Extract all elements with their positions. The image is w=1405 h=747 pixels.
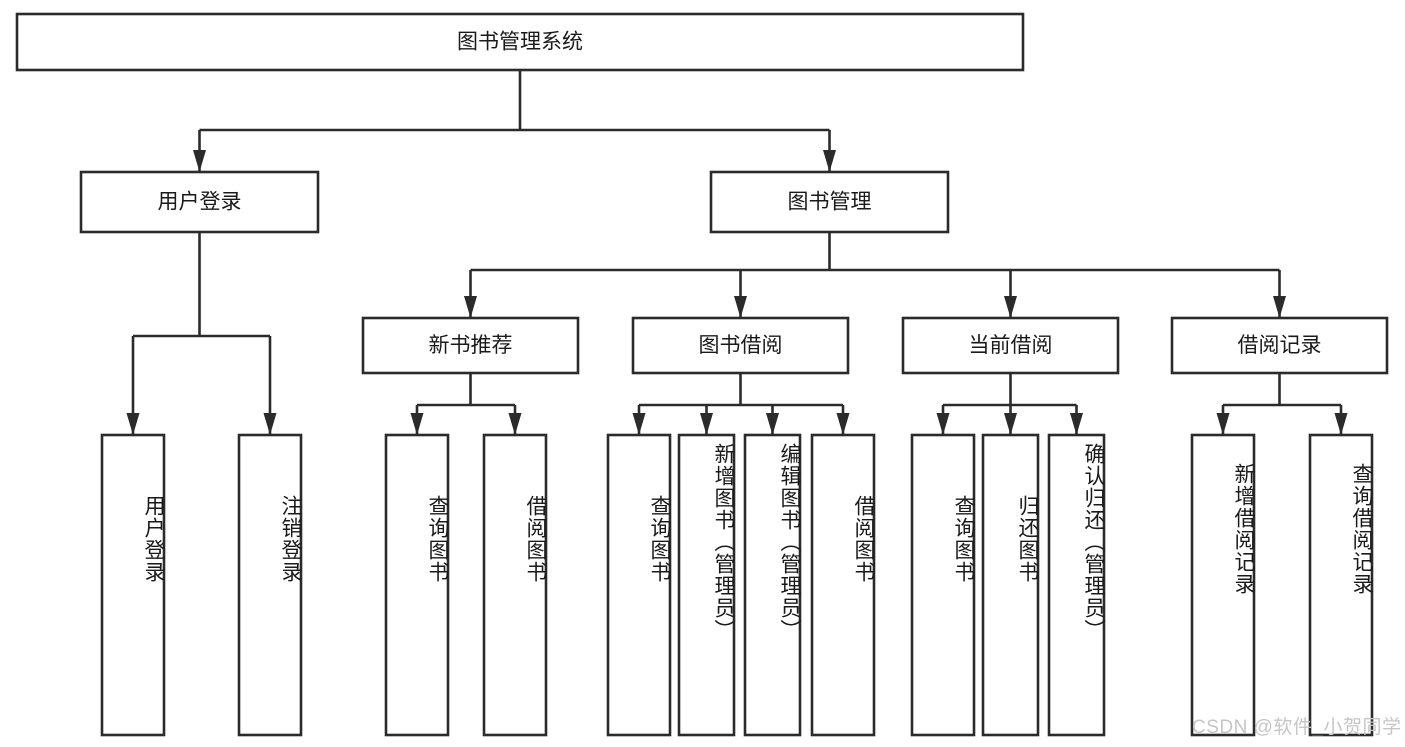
node-box-leaf-logout[interactable] [237,433,303,737]
arrow-head-icon [508,413,522,435]
node-label-borrow-record: 借阅记录 [1238,334,1322,357]
arrow-head-icon [126,413,140,435]
arrow-head-icon [632,413,646,435]
node-box-leaf-query-book-3[interactable] [910,433,976,737]
node-box-leaf-return-book[interactable] [981,433,1040,737]
boxes-layer [15,12,1389,737]
arrow-head-icon [936,413,950,435]
connectors-layer [126,70,1348,435]
arrow-head-icon [766,413,779,435]
node-label-current-borrow: 当前借阅 [969,334,1053,357]
node-box-leaf-add-record[interactable] [1190,433,1256,737]
node-box-current-borrow[interactable] [901,316,1120,375]
node-box-leaf-query-record[interactable] [1308,433,1374,737]
node-label-new-book-rec: 新书推荐 [429,334,513,357]
node-box-root[interactable] [15,12,1025,72]
node-box-leaf-borrow-book-2[interactable] [810,433,876,737]
node-box-leaf-borrow-book-1[interactable] [482,433,548,737]
node-box-leaf-confirm-return[interactable] [1047,433,1106,737]
node-box-new-book-rec[interactable] [361,316,580,375]
arrow-head-icon [1004,296,1017,318]
node-box-borrow-record[interactable] [1170,316,1389,375]
node-box-book-borrow[interactable] [631,316,850,375]
node-label-user-login: 用户登录 [158,191,242,214]
arrow-head-icon [1273,296,1286,318]
arrow-head-icon [263,413,277,435]
arrow-head-icon [1334,413,1348,435]
arrow-head-icon [410,413,424,435]
csdn-watermark: CSDN @软件_小贺同学 [1192,717,1402,738]
arrow-head-icon [823,150,836,172]
node-box-leaf-add-book[interactable] [677,433,736,737]
node-box-leaf-user-login[interactable] [100,433,166,737]
arrow-head-icon [1070,413,1083,435]
node-label-book-borrow: 图书借阅 [699,334,783,357]
node-box-leaf-edit-book[interactable] [743,433,802,737]
arrow-head-icon [1216,413,1230,435]
arrow-head-icon [734,296,747,318]
node-label-root: 图书管理系统 [457,31,583,54]
arrow-head-icon [464,296,477,318]
node-label-book-manage: 图书管理 [788,191,872,214]
node-box-leaf-query-book-1[interactable] [384,433,450,737]
arrow-head-icon [193,150,206,172]
node-box-book-manage[interactable] [709,170,950,234]
arrow-head-icon [1004,413,1017,435]
node-box-leaf-query-book-2[interactable] [606,433,672,737]
node-box-user-login[interactable] [79,170,320,234]
arrow-head-icon [836,413,850,435]
arrow-head-icon [700,413,713,435]
